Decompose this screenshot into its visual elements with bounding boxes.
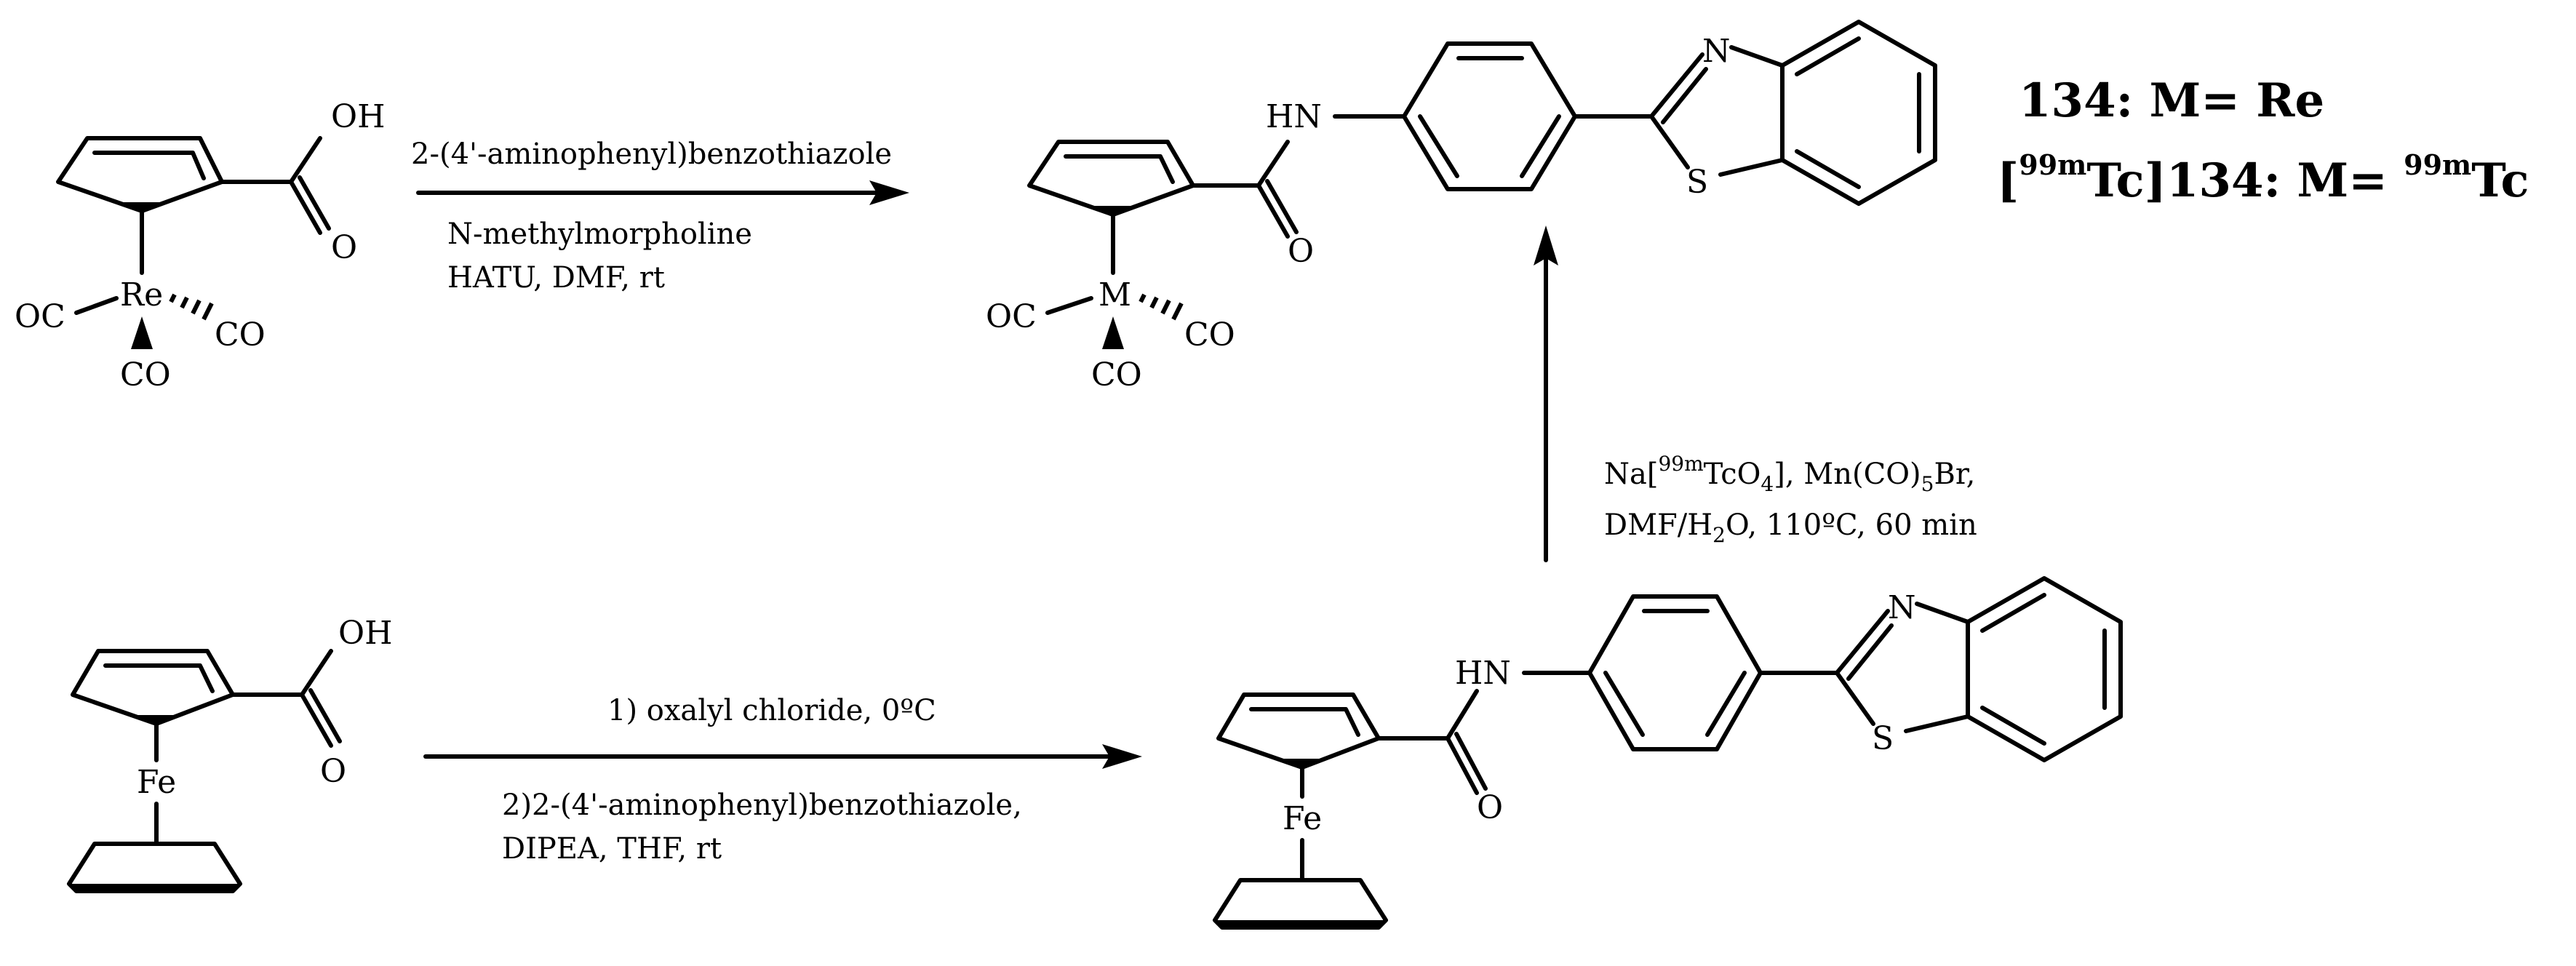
co-label: CO — [1184, 316, 1235, 354]
compound-label-tc: [99mTc]134: M= 99mTc — [1997, 148, 2529, 208]
reagent-line: HATU, DMF, rt — [447, 261, 665, 295]
ferrocene-benzothiazole-product: O HN N S Fe — [1213, 576, 2123, 930]
m-label: M — [1098, 276, 1131, 314]
hn-label: HN — [1455, 655, 1511, 692]
oc-label: OC — [15, 298, 65, 335]
o-label: O — [331, 229, 357, 266]
fe-label: Fe — [137, 764, 176, 801]
hashed-bond — [169, 293, 214, 321]
ferrocene-carboxylic-acid: OH O Fe — [67, 615, 392, 893]
o-label: O — [320, 753, 346, 790]
reagent-line: N-methylmorpholine — [447, 217, 752, 251]
reagent-line: 2-(4'-aminophenyl)benzothiazole — [411, 137, 892, 171]
oh-label: OH — [331, 98, 385, 135]
s-label: S — [1872, 720, 1894, 757]
oh-label: OH — [338, 615, 392, 652]
hn-label: HN — [1266, 98, 1322, 135]
hashed-bond — [1139, 293, 1184, 321]
reaction-arrow-bottom: 1) oxalyl chloride, 0ºC 2)2-(4'-aminophe… — [423, 694, 1142, 866]
metal-tricarbonyl-product: O HN N S M OC CO CO — [986, 20, 1937, 394]
reagent-line: 2)2-(4'-aminophenyl)benzothiazole, — [502, 789, 1022, 822]
re-label: Re — [120, 276, 163, 314]
compound-labels: 134: M= Re [99mTc]134: M= 99mTc — [1997, 73, 2529, 208]
o-label: O — [1288, 233, 1314, 270]
reagent-line: DIPEA, THF, rt — [502, 832, 722, 866]
co-label: CO — [215, 316, 266, 354]
o-label: O — [1477, 789, 1503, 826]
compound-label-re: 134: M= Re — [2019, 73, 2324, 128]
fe-label: Fe — [1283, 800, 1322, 837]
co-label: CO — [1091, 356, 1142, 394]
reaction-arrow-top: 2-(4'-aminophenyl)benzothiazole N-methyl… — [411, 137, 909, 295]
reaction-arrow-vertical: Na[99mTcO4], Mn(CO)5Br, DMF/H2O, 110ºC, … — [1534, 225, 1977, 562]
co-label: CO — [120, 356, 171, 394]
reagent-line: 1) oxalyl chloride, 0ºC — [607, 694, 936, 727]
reagent-line: Na[99mTcO4], Mn(CO)5Br, — [1604, 452, 1975, 496]
oc-label: OC — [986, 298, 1037, 335]
reagent-line: DMF/H2O, 110ºC, 60 min — [1604, 508, 1977, 547]
re-cyclopentadienyl-acid: OH O Re OC CO CO — [15, 98, 385, 394]
n-label: N — [1702, 33, 1731, 70]
n-label: N — [1888, 589, 1916, 626]
s-label: S — [1686, 164, 1708, 201]
